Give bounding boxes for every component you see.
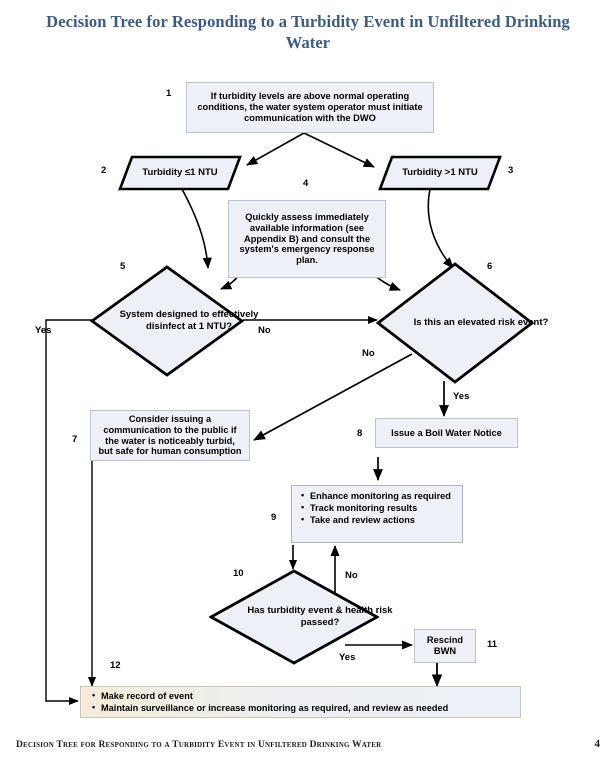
footer-page-number: 4 bbox=[594, 738, 601, 750]
node-6-text: Is this an elevated risk event? bbox=[413, 317, 549, 329]
step-number-8: 8 bbox=[357, 428, 363, 439]
edge-1-to-2 bbox=[246, 132, 305, 166]
footer-title: Decision Tree for Responding to a Turbid… bbox=[16, 740, 382, 750]
edge-label-10-yes: Yes bbox=[339, 652, 356, 663]
edge-label-5-no: No bbox=[258, 325, 271, 336]
edge-2-to-5 bbox=[181, 188, 212, 269]
step-number-3: 3 bbox=[508, 165, 514, 176]
node-12-record-and-surveillance[interactable]: Make record of event Maintain surveillan… bbox=[80, 686, 521, 718]
node-2-shape bbox=[118, 155, 242, 191]
node-2-text: Turbidity ≤1 NTU bbox=[142, 167, 218, 179]
edge-label-5-yes: Yes bbox=[35, 325, 52, 336]
node-4-assess-information[interactable]: Quickly assess immediately available inf… bbox=[228, 200, 386, 278]
node-8-issue-boil-water-notice[interactable]: Issue a Boil Water Notice bbox=[375, 418, 518, 448]
node-11-text: Rescind BWN bbox=[426, 635, 464, 656]
step-number-5: 5 bbox=[120, 261, 126, 272]
node-11-rescind-bwn[interactable]: Rescind BWN bbox=[414, 629, 476, 663]
step-number-7: 7 bbox=[72, 434, 78, 445]
node-10-event-passed-decision[interactable]: Has turbidity event & health risk passed… bbox=[208, 569, 393, 665]
step-number-4: 4 bbox=[303, 178, 309, 189]
list-item: Track monitoring results bbox=[301, 502, 456, 514]
node-2-turbidity-low[interactable]: Turbidity ≤1 NTU bbox=[118, 155, 242, 191]
page-footer: Decision Tree for Responding to a Turbid… bbox=[16, 738, 600, 750]
node-6-shape bbox=[375, 262, 535, 384]
edge-label-6-no: No bbox=[362, 348, 375, 359]
node-5-shape bbox=[89, 265, 245, 377]
step-number-6: 6 bbox=[487, 261, 493, 272]
node-8-text: Issue a Boil Water Notice bbox=[391, 427, 502, 438]
step-number-9: 9 bbox=[271, 512, 277, 523]
node-7-consider-public-communication[interactable]: Consider issuing a communication to the … bbox=[90, 410, 250, 461]
step-number-12: 12 bbox=[110, 660, 121, 671]
edge-3-to-6 bbox=[427, 188, 454, 269]
node-9-bullet-list: Enhance monitoring as required Track mon… bbox=[300, 489, 456, 526]
edge-label-6-yes: Yes bbox=[453, 391, 470, 402]
node-6-elevated-risk-decision[interactable]: Is this an elevated risk event? bbox=[375, 262, 548, 384]
page-title: Decision Tree for Responding to a Turbid… bbox=[46, 12, 570, 52]
node-1-initial-condition[interactable]: If turbidity levels are above normal ope… bbox=[186, 82, 434, 133]
node-1-text: If turbidity levels are above normal ope… bbox=[197, 91, 423, 123]
step-number-10: 10 bbox=[233, 568, 244, 579]
list-item: Maintain surveillance or increase monito… bbox=[92, 702, 514, 714]
step-number-1: 1 bbox=[166, 88, 172, 99]
node-4-text: Quickly assess immediately available inf… bbox=[239, 211, 375, 266]
list-item: Enhance monitoring as required bbox=[301, 489, 456, 502]
node-10-text: Has turbidity event & health risk passed… bbox=[247, 605, 393, 628]
node-3-turbidity-high[interactable]: Turbidity >1 NTU bbox=[378, 155, 502, 191]
node-3-shape bbox=[378, 155, 502, 191]
list-item: Make record of event bbox=[92, 689, 514, 702]
node-10-shape bbox=[208, 569, 380, 665]
edge-5-yes-to-12 bbox=[45, 319, 174, 706]
node-9-monitoring-actions[interactable]: Enhance monitoring as required Track mon… bbox=[291, 485, 463, 543]
step-number-11: 11 bbox=[487, 639, 498, 650]
node-5-text: System designed to effectively disinfect… bbox=[119, 309, 259, 332]
node-3-text: Turbidity >1 NTU bbox=[402, 167, 478, 179]
edge-label-10-no: No bbox=[345, 570, 358, 581]
node-5-disinfection-decision[interactable]: System designed to effectively disinfect… bbox=[89, 265, 258, 377]
node-12-bullet-list: Make record of event Maintain surveillan… bbox=[91, 689, 514, 714]
step-number-2: 2 bbox=[101, 165, 107, 176]
edge-1-to-3 bbox=[303, 132, 375, 168]
list-item: Take and review actions bbox=[301, 514, 456, 526]
node-7-text: Consider issuing a communication to the … bbox=[98, 413, 242, 457]
